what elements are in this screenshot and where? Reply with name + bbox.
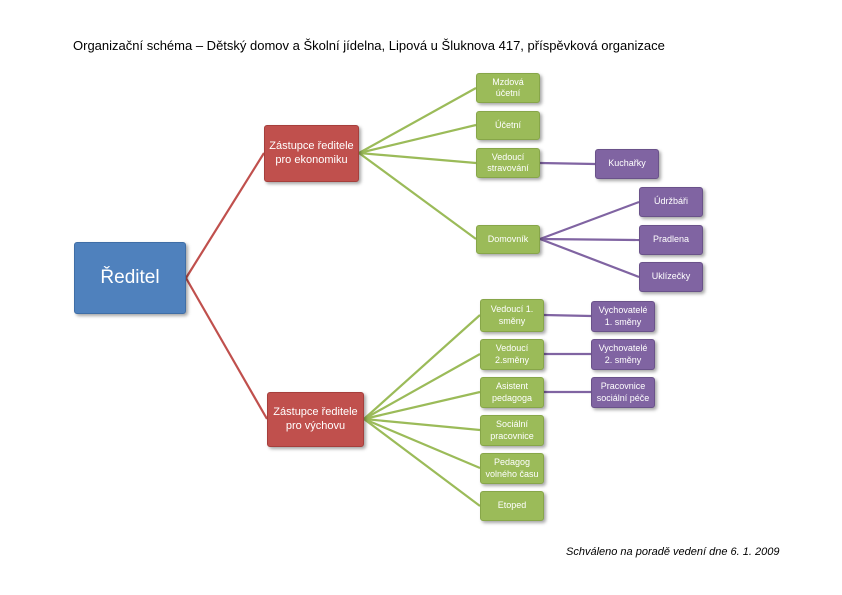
node-deputy-economy-label: Zástupce ředitele pro ekonomiku — [269, 139, 354, 166]
node-shift2-head-label: Vedoucí 2.směny — [494, 343, 529, 365]
node-deputy-economy: Zástupce ředitele pro ekonomiku — [264, 125, 359, 182]
node-deputy-education: Zástupce ředitele pro výchovu — [267, 392, 364, 447]
node-maintenance-label: Údržbáři — [653, 196, 688, 207]
node-shift2-head: Vedoucí 2.směny — [480, 339, 544, 370]
node-director: Ředitel — [74, 242, 186, 314]
node-leisure-teacher: Pedagog volného času — [480, 453, 544, 484]
node-educators1-label: Vychovatelé 1. směny — [598, 305, 648, 327]
link-economy-catering — [358, 151, 477, 165]
node-deputy-education-label: Zástupce ředitele pro výchovu — [273, 405, 358, 432]
node-accountant: Účetní — [476, 111, 540, 140]
node-social-worker-label: Sociální pracovnice — [490, 419, 534, 441]
link-education-shift2 — [363, 353, 481, 420]
link-education-shift1 — [363, 314, 481, 420]
node-etoped-label: Etoped — [497, 500, 527, 511]
node-director-label: Ředitel — [100, 267, 160, 289]
node-cleaners-label: Uklízečky — [651, 271, 691, 282]
node-payroll: Mzdová účetní — [476, 73, 540, 103]
node-teaching-assistant: Asistent pedagoga — [480, 377, 544, 408]
link-caretaker-cleaners — [539, 237, 640, 279]
node-educators1: Vychovatelé 1. směny — [591, 301, 655, 332]
link-education-leisure — [363, 417, 481, 470]
node-educators2-label: Vychovatelé 2. směny — [598, 343, 648, 365]
node-social-care: Pracovnice sociální péče — [591, 377, 655, 408]
link-director-deputy-economy — [185, 152, 265, 279]
node-laundry: Pradlena — [639, 225, 703, 255]
link-education-assistant — [363, 390, 481, 421]
link-economy-payroll — [358, 87, 477, 154]
link-caretaker-maintenance — [539, 200, 640, 241]
node-catering-head: Vedoucí stravování — [476, 148, 540, 178]
node-maintenance: Údržbáři — [639, 187, 703, 217]
link-economy-accountant — [358, 123, 477, 155]
node-caretaker: Domovník — [476, 225, 540, 254]
node-etoped: Etoped — [480, 491, 544, 521]
node-shift1-head: Vedoucí 1. směny — [480, 299, 544, 332]
node-social-worker: Sociální pracovnice — [480, 415, 544, 446]
link-economy-caretaker — [358, 152, 477, 240]
link-catering-cooks — [539, 161, 596, 166]
link-education-social-worker — [363, 417, 481, 432]
link-director-deputy-education — [185, 277, 268, 420]
node-teaching-assistant-label: Asistent pedagoga — [491, 381, 533, 403]
node-cooks: Kuchařky — [595, 149, 659, 179]
approval-note: Schváleno na poradě vedení dne 6. 1. 200… — [566, 546, 780, 558]
node-cooks-label: Kuchařky — [608, 158, 646, 169]
node-accountant-label: Účetní — [494, 119, 521, 130]
node-payroll-label: Mzdová účetní — [492, 76, 524, 98]
node-catering-head-label: Vedoucí stravování — [487, 151, 529, 173]
node-educators2: Vychovatelé 2. směny — [591, 339, 655, 370]
node-leisure-teacher-label: Pedagog volného času — [485, 457, 539, 479]
node-cleaners: Uklízečky — [639, 262, 703, 292]
node-caretaker-label: Domovník — [487, 233, 529, 244]
link-caretaker-laundry — [539, 237, 640, 242]
node-shift1-head-label: Vedoucí 1. směny — [490, 304, 534, 326]
node-laundry-label: Pradlena — [652, 234, 690, 245]
link-education-etoped — [363, 418, 481, 507]
link-shift1-educators1 — [543, 313, 592, 318]
page-title: Organizační schéma – Dětský domov a Škol… — [73, 38, 665, 53]
node-social-care-label: Pracovnice sociální péče — [596, 381, 650, 403]
